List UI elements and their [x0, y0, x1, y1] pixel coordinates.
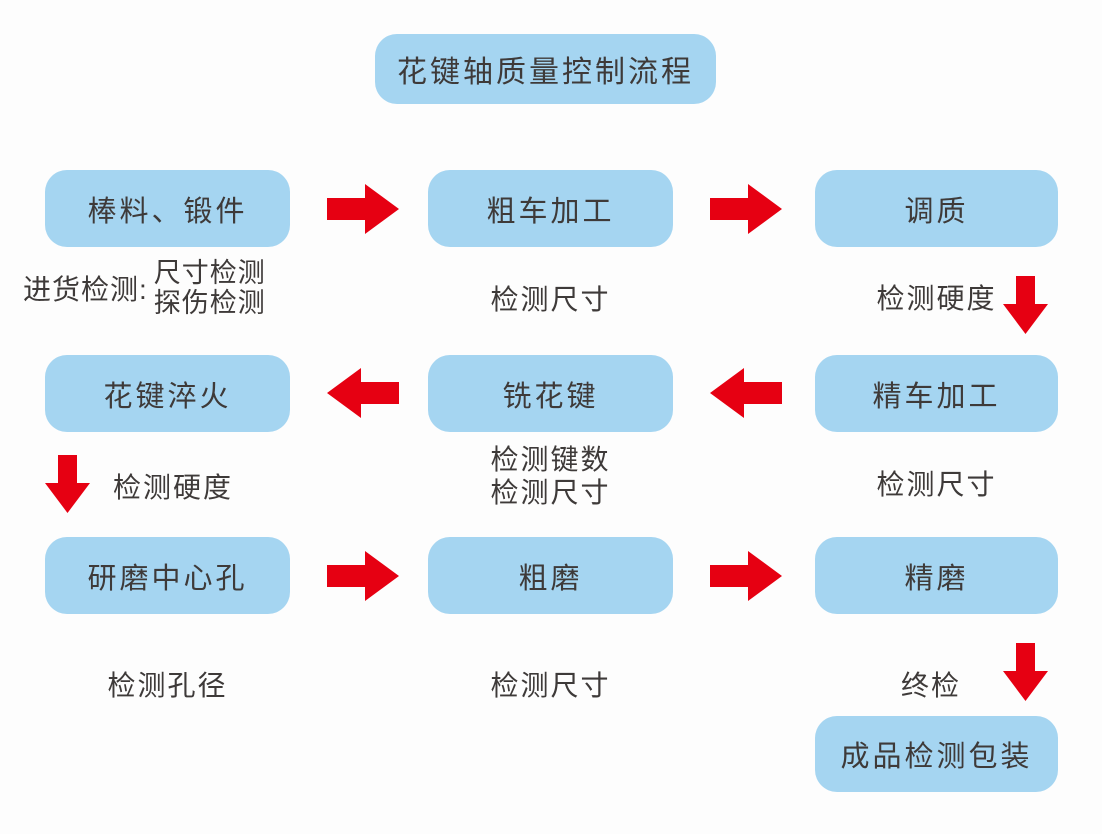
- label-spline-milling-checks: 检测键数 检测尺寸: [428, 443, 673, 509]
- arrow-right-icon: [710, 184, 782, 234]
- node-rough-grinding: 粗磨: [428, 537, 673, 614]
- arrow-down-icon: [1003, 643, 1048, 701]
- label-dimension-inspection: 尺寸检测: [153, 258, 266, 288]
- label-final-inspection: 终检: [901, 670, 962, 701]
- label-inspect-dimensions-2: 检测尺寸: [490, 477, 611, 508]
- label-incoming-items: 尺寸检测 探伤检测: [154, 258, 266, 318]
- label-inspect-dimensions-1: 检测尺寸: [490, 284, 611, 315]
- arrow-left-icon: [710, 368, 782, 418]
- arrow-down-icon: [45, 455, 90, 513]
- arrow-right-icon: [327, 184, 399, 234]
- label-incoming-inspection: 进货检测: 尺寸检测 探伤检测: [23, 258, 266, 318]
- arrow-down-icon: [1003, 276, 1048, 334]
- node-quench-temper: 调质: [815, 170, 1058, 247]
- label-inspect-hardness-1: 检测硬度: [876, 283, 997, 314]
- node-spline-milling: 铣花键: [428, 355, 673, 432]
- label-inspect-dimensions-4: 检测尺寸: [490, 670, 611, 701]
- label-flaw-inspection: 探伤检测: [153, 288, 266, 318]
- node-raw-material: 棒料、锻件: [45, 170, 290, 247]
- label-inspect-dimensions-3: 检测尺寸: [876, 469, 997, 500]
- flowchart-title: 花键轴质量控制流程: [375, 34, 716, 104]
- node-center-hole-grinding: 研磨中心孔: [45, 537, 290, 614]
- arrow-right-icon: [327, 551, 399, 601]
- node-fine-turning: 精车加工: [815, 355, 1058, 432]
- label-inspect-hardness-2: 检测硬度: [113, 472, 234, 503]
- node-fine-grinding: 精磨: [815, 537, 1058, 614]
- label-inspect-hole-diameter: 检测孔径: [107, 670, 228, 701]
- node-finished-packaging: 成品检测包装: [815, 716, 1058, 792]
- label-incoming-prefix: 进货检测:: [23, 274, 148, 305]
- arrow-left-icon: [327, 368, 399, 418]
- node-spline-quenching: 花键淬火: [45, 355, 290, 432]
- node-rough-turning: 粗车加工: [428, 170, 673, 247]
- label-inspect-key-count: 检测键数: [490, 444, 611, 475]
- arrow-right-icon: [710, 551, 782, 601]
